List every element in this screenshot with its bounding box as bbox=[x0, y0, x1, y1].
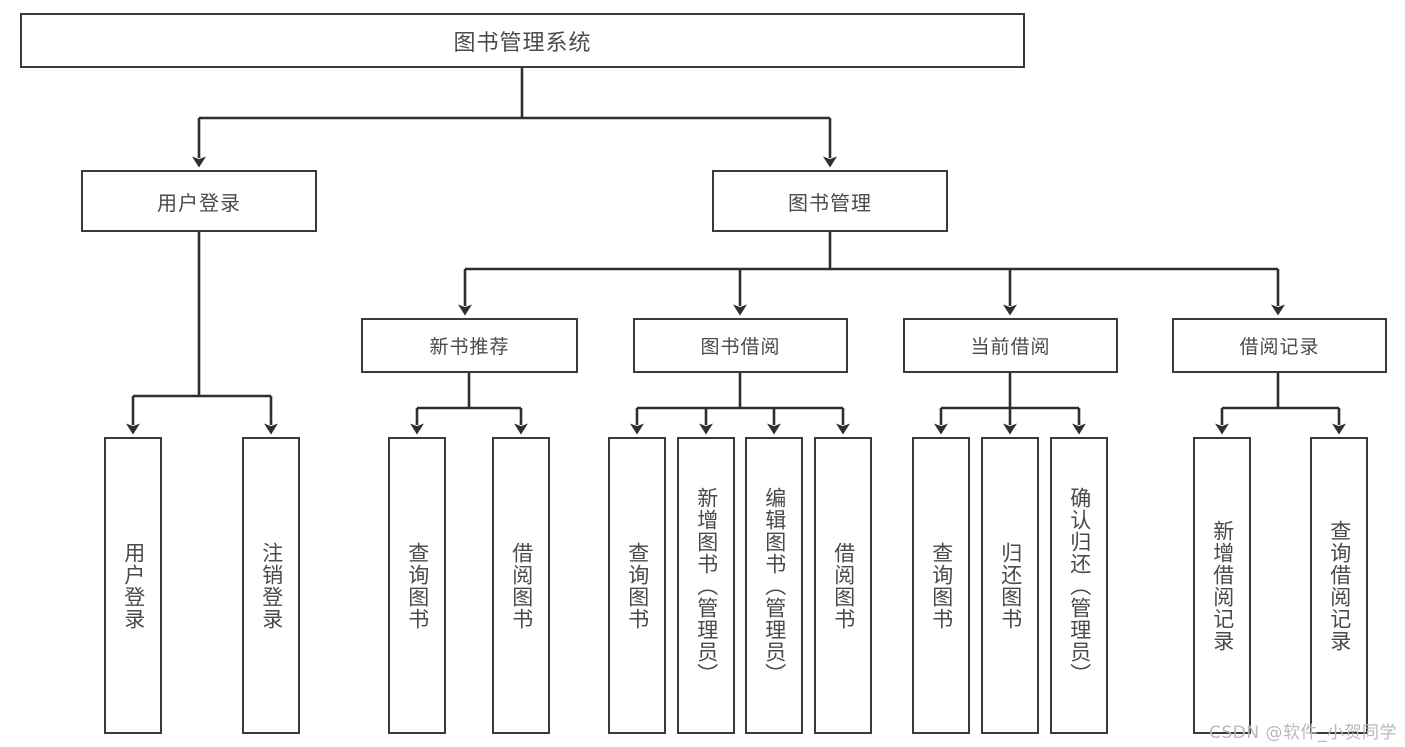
leaf-confirm-return-label: 确认归还（管理员） bbox=[1067, 486, 1092, 685]
node-user-login[interactable]: 用户登录 bbox=[81, 170, 317, 232]
leaf-edit-book-label: 编辑图书（管理员） bbox=[762, 486, 787, 685]
node-book-borrow[interactable]: 图书借阅 bbox=[633, 318, 848, 373]
node-borrow-record[interactable]: 借阅记录 bbox=[1172, 318, 1387, 373]
leaf-add-book[interactable]: 新增图书（管理员） bbox=[677, 437, 735, 734]
node-user-login-label: 用户登录 bbox=[157, 190, 241, 215]
node-borrow-record-label: 借阅记录 bbox=[1239, 336, 1320, 358]
leaf-query-book-3[interactable]: 查询图书 bbox=[912, 437, 970, 734]
node-book-management[interactable]: 图书管理 bbox=[712, 170, 948, 232]
leaf-borrow-book-2[interactable]: 借阅图书 bbox=[814, 437, 872, 734]
leaf-borrow-book-2-label: 借阅图书 bbox=[831, 541, 856, 630]
node-current-borrow[interactable]: 当前借阅 bbox=[903, 318, 1118, 373]
leaf-user-login-label: 用户登录 bbox=[121, 541, 146, 630]
leaf-borrow-book-1-label: 借阅图书 bbox=[509, 541, 534, 630]
leaf-add-book-label: 新增图书（管理员） bbox=[694, 486, 719, 685]
csdn-watermark: CSDN @软件_小贺同学 bbox=[1209, 723, 1397, 743]
leaf-confirm-return[interactable]: 确认归还（管理员） bbox=[1050, 437, 1108, 734]
node-new-book-recommend[interactable]: 新书推荐 bbox=[361, 318, 578, 373]
leaf-add-borrow-record[interactable]: 新增借阅记录 bbox=[1193, 437, 1251, 734]
leaf-query-book-1[interactable]: 查询图书 bbox=[388, 437, 446, 734]
node-book-borrow-label: 图书借阅 bbox=[700, 336, 781, 358]
node-book-management-label: 图书管理 bbox=[788, 190, 872, 215]
node-current-borrow-label: 当前借阅 bbox=[970, 336, 1051, 358]
leaf-query-book-3-label: 查询图书 bbox=[929, 541, 954, 630]
leaf-edit-book[interactable]: 编辑图书（管理员） bbox=[745, 437, 803, 734]
leaf-query-book-2[interactable]: 查询图书 bbox=[608, 437, 666, 734]
node-new-book-recommend-label: 新书推荐 bbox=[429, 336, 510, 358]
leaf-query-book-2-label: 查询图书 bbox=[625, 541, 650, 630]
leaf-query-book-1-label: 查询图书 bbox=[405, 541, 430, 630]
leaf-return-book-label: 归还图书 bbox=[998, 541, 1023, 630]
leaf-borrow-book-1[interactable]: 借阅图书 bbox=[492, 437, 550, 734]
node-root-system[interactable]: 图书管理系统 bbox=[20, 13, 1025, 68]
leaf-user-login[interactable]: 用户登录 bbox=[104, 437, 162, 734]
leaf-query-borrow-record-label: 查询借阅记录 bbox=[1327, 519, 1352, 652]
leaf-return-book[interactable]: 归还图书 bbox=[981, 437, 1039, 734]
node-root-label: 图书管理系统 bbox=[453, 30, 592, 56]
leaf-query-borrow-record[interactable]: 查询借阅记录 bbox=[1310, 437, 1368, 734]
leaf-logout-login-label: 注销登录 bbox=[259, 541, 284, 630]
leaf-logout-login[interactable]: 注销登录 bbox=[242, 437, 300, 734]
leaf-add-borrow-record-label: 新增借阅记录 bbox=[1210, 519, 1235, 652]
